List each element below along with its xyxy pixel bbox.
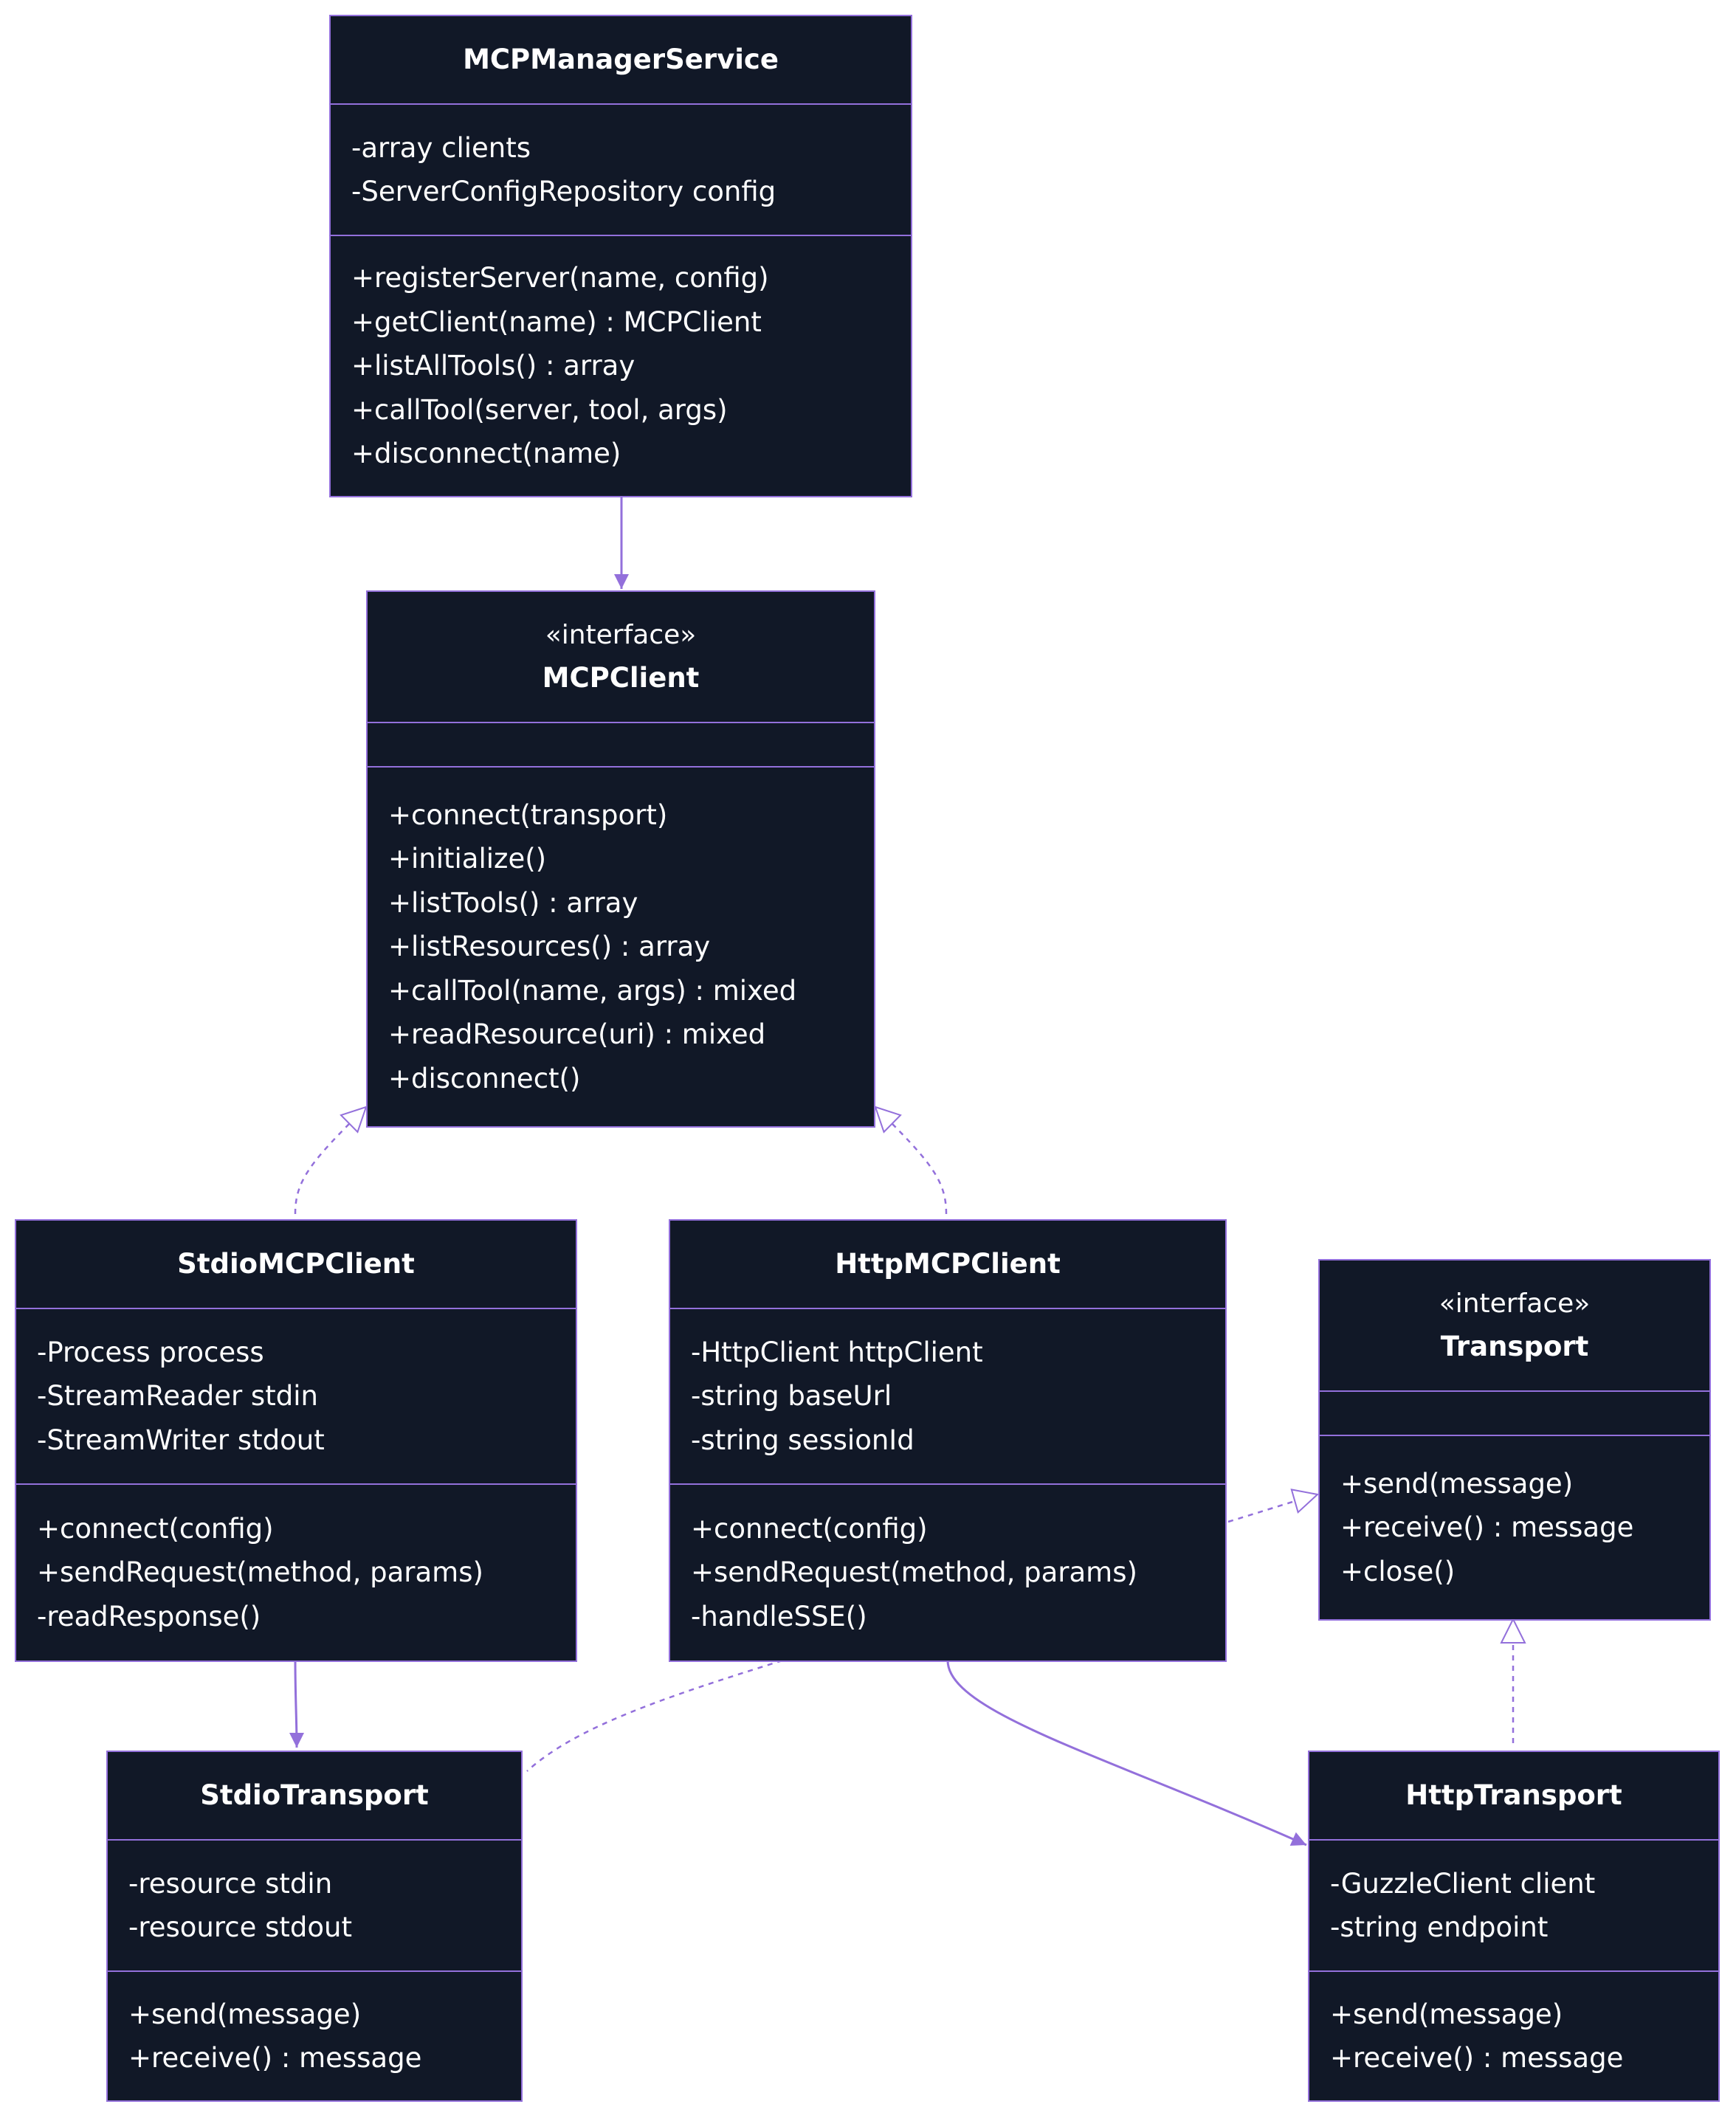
class-stdiomcpclient: StdioMCPClient -Process process -StreamR… bbox=[15, 1219, 577, 1662]
method: +disconnect() bbox=[388, 1062, 581, 1094]
method: +listTools() : array bbox=[388, 886, 638, 919]
method: +sendRequest(method, params) bbox=[691, 1556, 1137, 1589]
class-name: MCPManagerService bbox=[463, 44, 779, 75]
stereotype-label: «interface» bbox=[545, 620, 697, 650]
attributes-section: -GuzzleClient client -string endpoint bbox=[1309, 1841, 1718, 1972]
edge-httpclient-implements-transport bbox=[1227, 1494, 1318, 1523]
method: +connect(transport) bbox=[388, 799, 668, 831]
attribute: -string sessionId bbox=[691, 1424, 914, 1456]
class-httptransport: HttpTransport -GuzzleClient client -stri… bbox=[1308, 1751, 1720, 2102]
class-header: «interface» Transport bbox=[1320, 1260, 1709, 1392]
method: +connect(config) bbox=[37, 1512, 274, 1545]
attribute: -HttpClient httpClient bbox=[691, 1336, 983, 1368]
attributes-section: -Process process -StreamReader stdin -St… bbox=[16, 1309, 576, 1485]
methods-section: +connect(config) +sendRequest(method, pa… bbox=[670, 1485, 1225, 1660]
methods-section: +send(message) +receive() : message bbox=[1309, 1972, 1718, 2100]
edge-httpclient-link-stdiotransport bbox=[526, 1659, 783, 1772]
methods-section: +connect(transport) +initialize() +listT… bbox=[368, 768, 874, 1126]
edge-httpclient-to-httptransport bbox=[946, 1660, 1307, 1846]
class-name: StdioMCPClient bbox=[177, 1248, 415, 1280]
method: +initialize() bbox=[388, 843, 547, 875]
class-header: StdioMCPClient bbox=[16, 1221, 576, 1309]
attributes-section bbox=[368, 723, 874, 768]
attribute: -Process process bbox=[37, 1336, 264, 1368]
attribute: -resource stdout bbox=[128, 1911, 353, 1943]
method: +callTool(name, args) : mixed bbox=[388, 974, 797, 1007]
attributes-section bbox=[1320, 1392, 1709, 1436]
class-header: MCPManagerService bbox=[331, 16, 911, 105]
interface-transport: «interface» Transport +send(message) +re… bbox=[1318, 1259, 1711, 1621]
methods-section: +connect(config) +sendRequest(method, pa… bbox=[16, 1485, 576, 1660]
class-name: MCPClient bbox=[542, 662, 700, 694]
attribute: -GuzzleClient client bbox=[1330, 1867, 1596, 1900]
method: +connect(config) bbox=[691, 1512, 928, 1545]
class-name: HttpMCPClient bbox=[835, 1248, 1061, 1280]
class-name: Transport bbox=[1440, 1331, 1589, 1362]
method: +send(message) bbox=[128, 1998, 362, 2030]
methods-section: +send(message) +receive() : message +clo… bbox=[1320, 1436, 1709, 1619]
method: +receive() : message bbox=[1330, 2042, 1624, 2074]
class-header: HttpMCPClient bbox=[670, 1221, 1225, 1309]
class-header: «interface» MCPClient bbox=[368, 592, 874, 723]
attributes-section: -resource stdin -resource stdout bbox=[108, 1841, 521, 1972]
interface-mcpclient: «interface» MCPClient +connect(transport… bbox=[366, 590, 875, 1128]
class-header: HttpTransport bbox=[1309, 1752, 1718, 1841]
attributes-section: -HttpClient httpClient -string baseUrl -… bbox=[670, 1309, 1225, 1485]
attribute: -array clients bbox=[351, 131, 531, 164]
method: +listResources() : array bbox=[388, 931, 711, 963]
method: +listAllTools() : array bbox=[351, 350, 636, 382]
edge-httpclient-implements-mcpclient bbox=[875, 1107, 948, 1215]
method: +receive() : message bbox=[1340, 1511, 1634, 1544]
method: +send(message) bbox=[1340, 1467, 1574, 1500]
method: +close() bbox=[1340, 1555, 1456, 1587]
method: +sendRequest(method, params) bbox=[37, 1556, 483, 1589]
class-mcpmanagerservice: MCPManagerService -array clients -Server… bbox=[329, 15, 912, 497]
method: +readResource(uri) : mixed bbox=[388, 1018, 766, 1051]
methods-section: +send(message) +receive() : message bbox=[108, 1972, 521, 2100]
method: +callTool(server, tool, args) bbox=[351, 393, 728, 426]
method: +receive() : message bbox=[128, 2042, 422, 2074]
stereotype-label: «interface» bbox=[1439, 1289, 1591, 1319]
edge-stdioclient-implements-mcpclient bbox=[294, 1107, 366, 1215]
method: +send(message) bbox=[1330, 1998, 1563, 2030]
attribute: -ServerConfigRepository config bbox=[351, 176, 776, 207]
methods-section: +registerServer(name, config) +getClient… bbox=[331, 236, 911, 496]
attribute: -StreamReader stdin bbox=[37, 1380, 318, 1413]
class-httpmcpclient: HttpMCPClient -HttpClient httpClient -st… bbox=[669, 1219, 1227, 1662]
edge-stdioclient-to-stdiotransport bbox=[289, 1660, 304, 1748]
attribute: -StreamWriter stdout bbox=[37, 1424, 325, 1456]
class-header: StdioTransport bbox=[108, 1752, 521, 1841]
method: +disconnect(name) bbox=[351, 438, 621, 470]
class-stdiotransport: StdioTransport -resource stdin -resource… bbox=[106, 1751, 523, 2102]
attribute: -string endpoint bbox=[1330, 1911, 1549, 1943]
class-name: HttpTransport bbox=[1405, 1779, 1622, 1811]
attribute: -resource stdin bbox=[128, 1867, 333, 1900]
method: +getClient(name) : MCPClient bbox=[351, 306, 762, 338]
attribute: -string baseUrl bbox=[691, 1380, 892, 1413]
method: -readResponse() bbox=[37, 1600, 261, 1632]
attributes-section: -array clients -ServerConfigRepository c… bbox=[331, 105, 911, 236]
method: +registerServer(name, config) bbox=[351, 262, 769, 294]
class-name: StdioTransport bbox=[200, 1779, 429, 1811]
method: -handleSSE() bbox=[691, 1600, 867, 1632]
